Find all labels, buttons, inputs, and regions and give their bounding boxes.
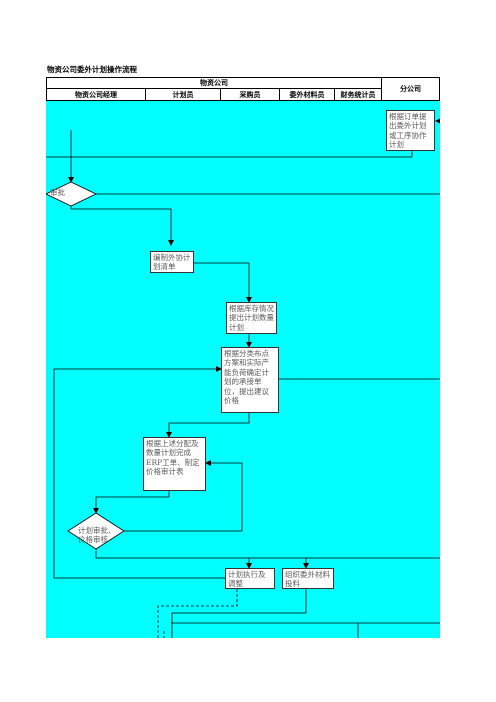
header-group-label: 物资公司	[47, 78, 382, 89]
node-approve: 审批	[50, 188, 65, 197]
plan-review-diamond	[67, 512, 125, 550]
node-branch-plan: 根据订单提出委外计划或工序协作计划	[386, 110, 435, 151]
document-title: 物资公司委外计划操作流程	[47, 65, 137, 74]
role-finance-clerk: 财务统计员	[335, 89, 382, 100]
role-material-clerk: 委外材料员	[280, 89, 335, 100]
role-planner: 计划员	[146, 89, 221, 100]
header-branch-label: 分公司	[400, 84, 421, 93]
flowchart-canvas: 根据订单提出委外计划或工序协作计划 审批 编制外协计划清单 根据库存情况提出计划…	[46, 101, 440, 638]
header-table: 物资公司 分公司 物资公司经理 计划员 采购员 委外材料员 财务统计员	[46, 77, 440, 101]
approve-diamond	[46, 181, 97, 207]
node-erp-form: 根据上述分配及数量计划完成ERP工单、制定价格审计表	[143, 437, 206, 491]
node-execute: 计划执行及调整	[225, 568, 275, 589]
node-organize-material: 组织委外材料投料	[282, 568, 334, 589]
role-buyer: 采购员	[221, 89, 280, 100]
node-price-suggest: 根据分类布点方案和实际产能负荷确定计划的承接单位，提出建议价格	[221, 347, 279, 413]
role-manager: 物资公司经理	[47, 89, 146, 100]
node-inventory-plan: 根据库存情况提出计划数量计划	[226, 302, 277, 334]
node-compile-list: 编制外协计划清单	[150, 251, 194, 273]
node-plan-review: 计划审批、价格审核	[78, 526, 116, 544]
